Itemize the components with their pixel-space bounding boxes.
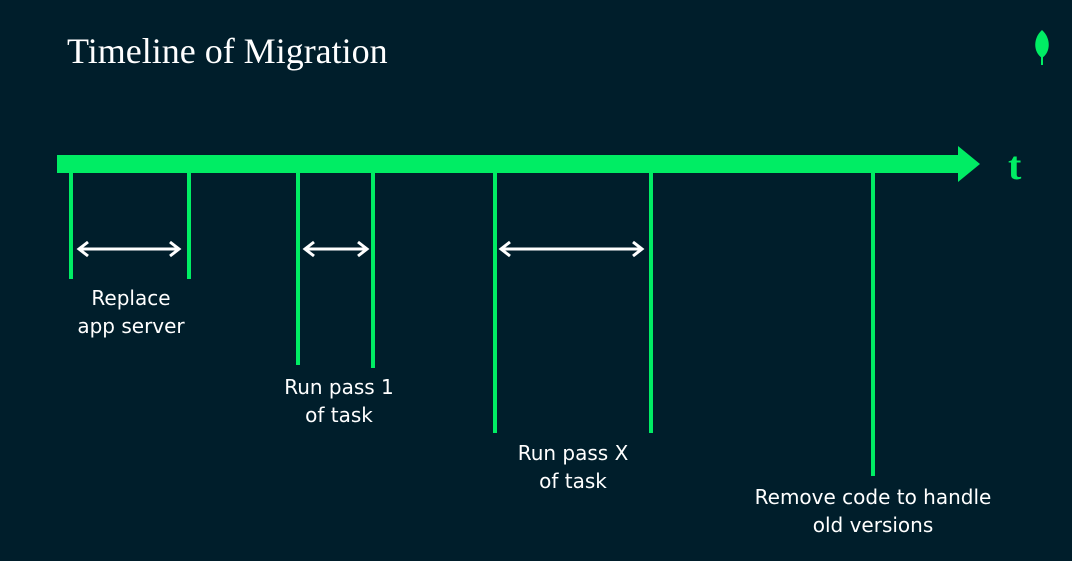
event-2-label: Run pass 1 of task — [284, 373, 394, 429]
event-2-label-line1: Run pass 1 — [284, 375, 394, 399]
event-3-duration-arrow — [498, 240, 645, 258]
event-2-label-line2: of task — [305, 403, 373, 427]
event-4-label-line1: Remove code to handle — [754, 485, 992, 509]
slide-title: Timeline of Migration — [67, 31, 388, 71]
event-1-duration-arrow — [76, 240, 182, 258]
event-1-label-line1: Replace — [91, 286, 171, 310]
event-4-label: Remove code to handle old versions — [755, 483, 992, 539]
event-3-label: Run pass X of task — [518, 439, 629, 495]
time-axis-arrowhead — [958, 146, 980, 182]
leaf-icon — [1035, 30, 1049, 65]
event-1-label-line2: app server — [77, 314, 185, 338]
event-4-label-line2: old versions — [812, 513, 934, 537]
event-3-label-line2: of task — [539, 469, 607, 493]
time-axis-label: t — [1008, 143, 1022, 188]
event-3-label-line1: Run pass X — [517, 441, 629, 465]
event-2-duration-arrow — [302, 240, 370, 258]
event-1-label: Replace app server — [77, 284, 184, 340]
